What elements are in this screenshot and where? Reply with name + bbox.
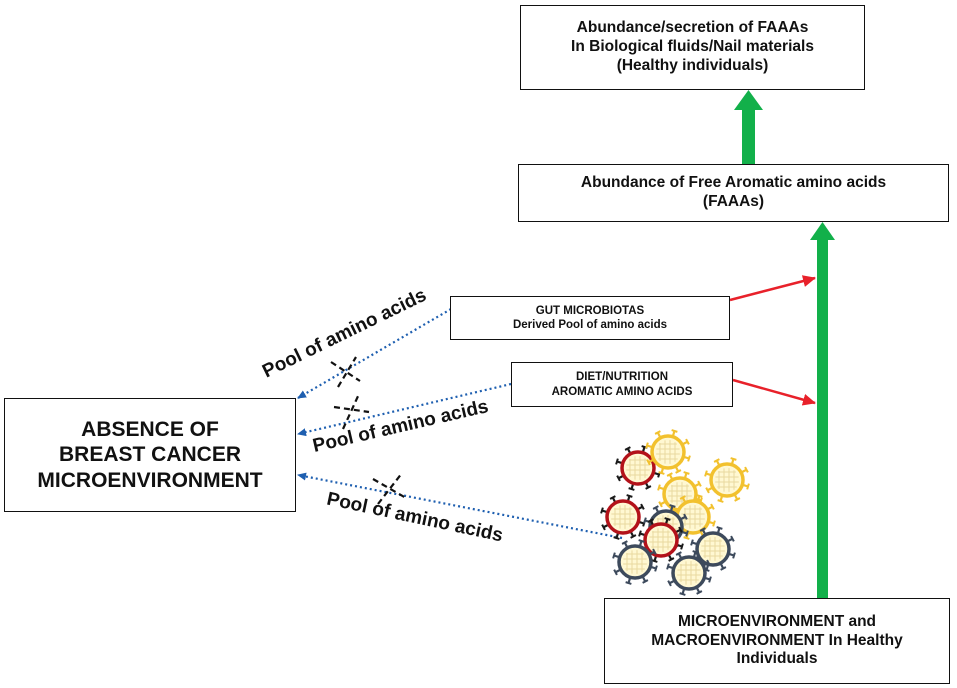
box-micro-line-2: MACROENVIRONMENT In Healthy [651,631,903,649]
blocked-cross-2 [333,393,370,430]
cell-cluster [600,429,750,596]
cell-11 [666,550,712,596]
green-arrow-micro-to-faaa [810,222,835,598]
box-absence-line-3: MICROENVIRONMENT [37,468,263,492]
blocked-cross-3 [372,472,407,505]
box-faaa-abundance-line-1: Abundance of Free Aromatic amino acids [580,174,887,192]
box-faaa-secretion-line-1: Abundance/secretion of FAAAs [576,19,809,37]
box-faaa-secretion-line-2: In Biological fluids/Nail materials [571,38,814,56]
box-gut-microbiotas: GUT MICROBIOTAS Derived Pool of amino ac… [450,296,730,340]
box-diet-nutrition-line-1: DIET/NUTRITION [576,371,668,384]
cell-10 [612,539,658,585]
box-faaa-abundance: Abundance of Free Aromatic amino acids (… [518,164,949,222]
box-gut-microbiotas-line-1: GUT MICROBIOTAS [535,304,645,317]
red-arrow-diet-to-pathway [732,378,816,406]
box-absence-breast-cancer: ABSENCE OF BREAST CANCER MICROENVIRONMEN… [4,398,296,512]
box-diet-nutrition-line-2: AROMATIC AMINO ACIDS [551,385,693,398]
blocked-cross-1 [330,356,361,388]
box-faaa-abundance-line-2: (FAAAs) [702,193,765,210]
box-absence-line-1: ABSENCE OF [81,417,219,441]
cell-2 [645,429,691,475]
cell-1 [615,445,661,491]
blue-dotted-arrow-diet [297,382,512,437]
box-gut-microbiotas-line-2: Derived Pool of amino acids [512,319,667,331]
green-arrow-faaa-to-secretion [734,90,763,164]
cell-5 [600,494,646,540]
red-arrow-gut-to-pathway [729,275,816,302]
box-micro-line-3: Individuals [736,650,818,668]
box-absence-line-2: BREAST CANCER [58,443,241,467]
box-micro-macro-environment: MICROENVIRONMENT and MACROENVIRONMENT In… [604,598,950,684]
blue-dotted-arrow-cells [297,472,623,540]
box-faaa-secretion-line-3: (Healthy individuals) [616,56,769,74]
box-micro-line-1: MICROENVIRONMENT and [677,612,877,630]
box-diet-nutrition: DIET/NUTRITION AROMATIC AMINO ACIDS [511,362,733,407]
cell-9 [690,526,736,572]
box-faaa-secretion: Abundance/secretion of FAAAs In Biologic… [520,5,865,90]
cell-6 [670,494,716,540]
cell-3 [704,457,750,503]
